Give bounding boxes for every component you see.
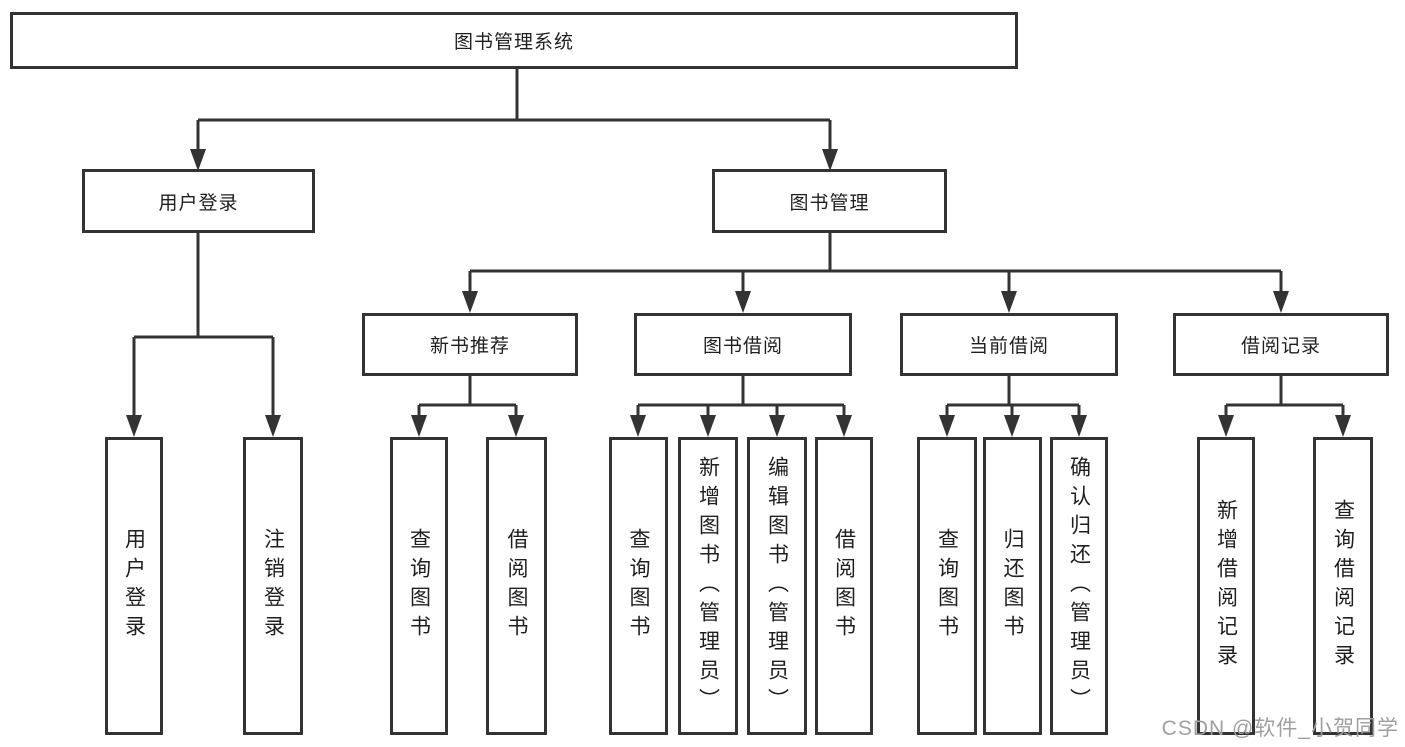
node-user-login: 用户登录 (82, 169, 315, 233)
leaf-query-books-borrow: 查询图书 (609, 437, 668, 735)
tree-branch-lines (132, 69, 1345, 421)
node-current-borrow: 当前借阅 (900, 313, 1118, 376)
node-borrow-record: 借阅记录 (1173, 313, 1389, 376)
arrowhead-icons (126, 149, 1351, 437)
leaf-confirm-return-admin: 确认归还（管理员） (1050, 437, 1108, 735)
node-library-management-system: 图书管理系统 (10, 12, 1018, 69)
leaf-logout: 注销登录 (243, 437, 303, 735)
leaf-user-login: 用户登录 (105, 437, 163, 735)
leaf-edit-books-admin: 编辑图书（管理员） (747, 437, 807, 735)
leaf-query-books-recommend: 查询图书 (390, 437, 448, 735)
node-book-management: 图书管理 (712, 169, 947, 233)
leaf-add-borrow-record: 新增借阅记录 (1197, 437, 1255, 735)
leaf-borrow-books-recommend: 借阅图书 (486, 437, 547, 735)
leaf-return-books: 归还图书 (983, 437, 1042, 735)
node-new-book-recommend: 新书推荐 (362, 313, 578, 376)
leaf-query-books-current: 查询图书 (917, 437, 977, 735)
csdn-watermark: CSDN @软件_小贺同学 (1161, 717, 1399, 740)
node-book-borrow: 图书借阅 (634, 313, 852, 376)
leaf-borrow-books: 借阅图书 (815, 437, 873, 735)
leaf-query-borrow-record: 查询借阅记录 (1313, 437, 1373, 735)
leaf-add-books-admin: 新增图书（管理员） (678, 437, 738, 735)
